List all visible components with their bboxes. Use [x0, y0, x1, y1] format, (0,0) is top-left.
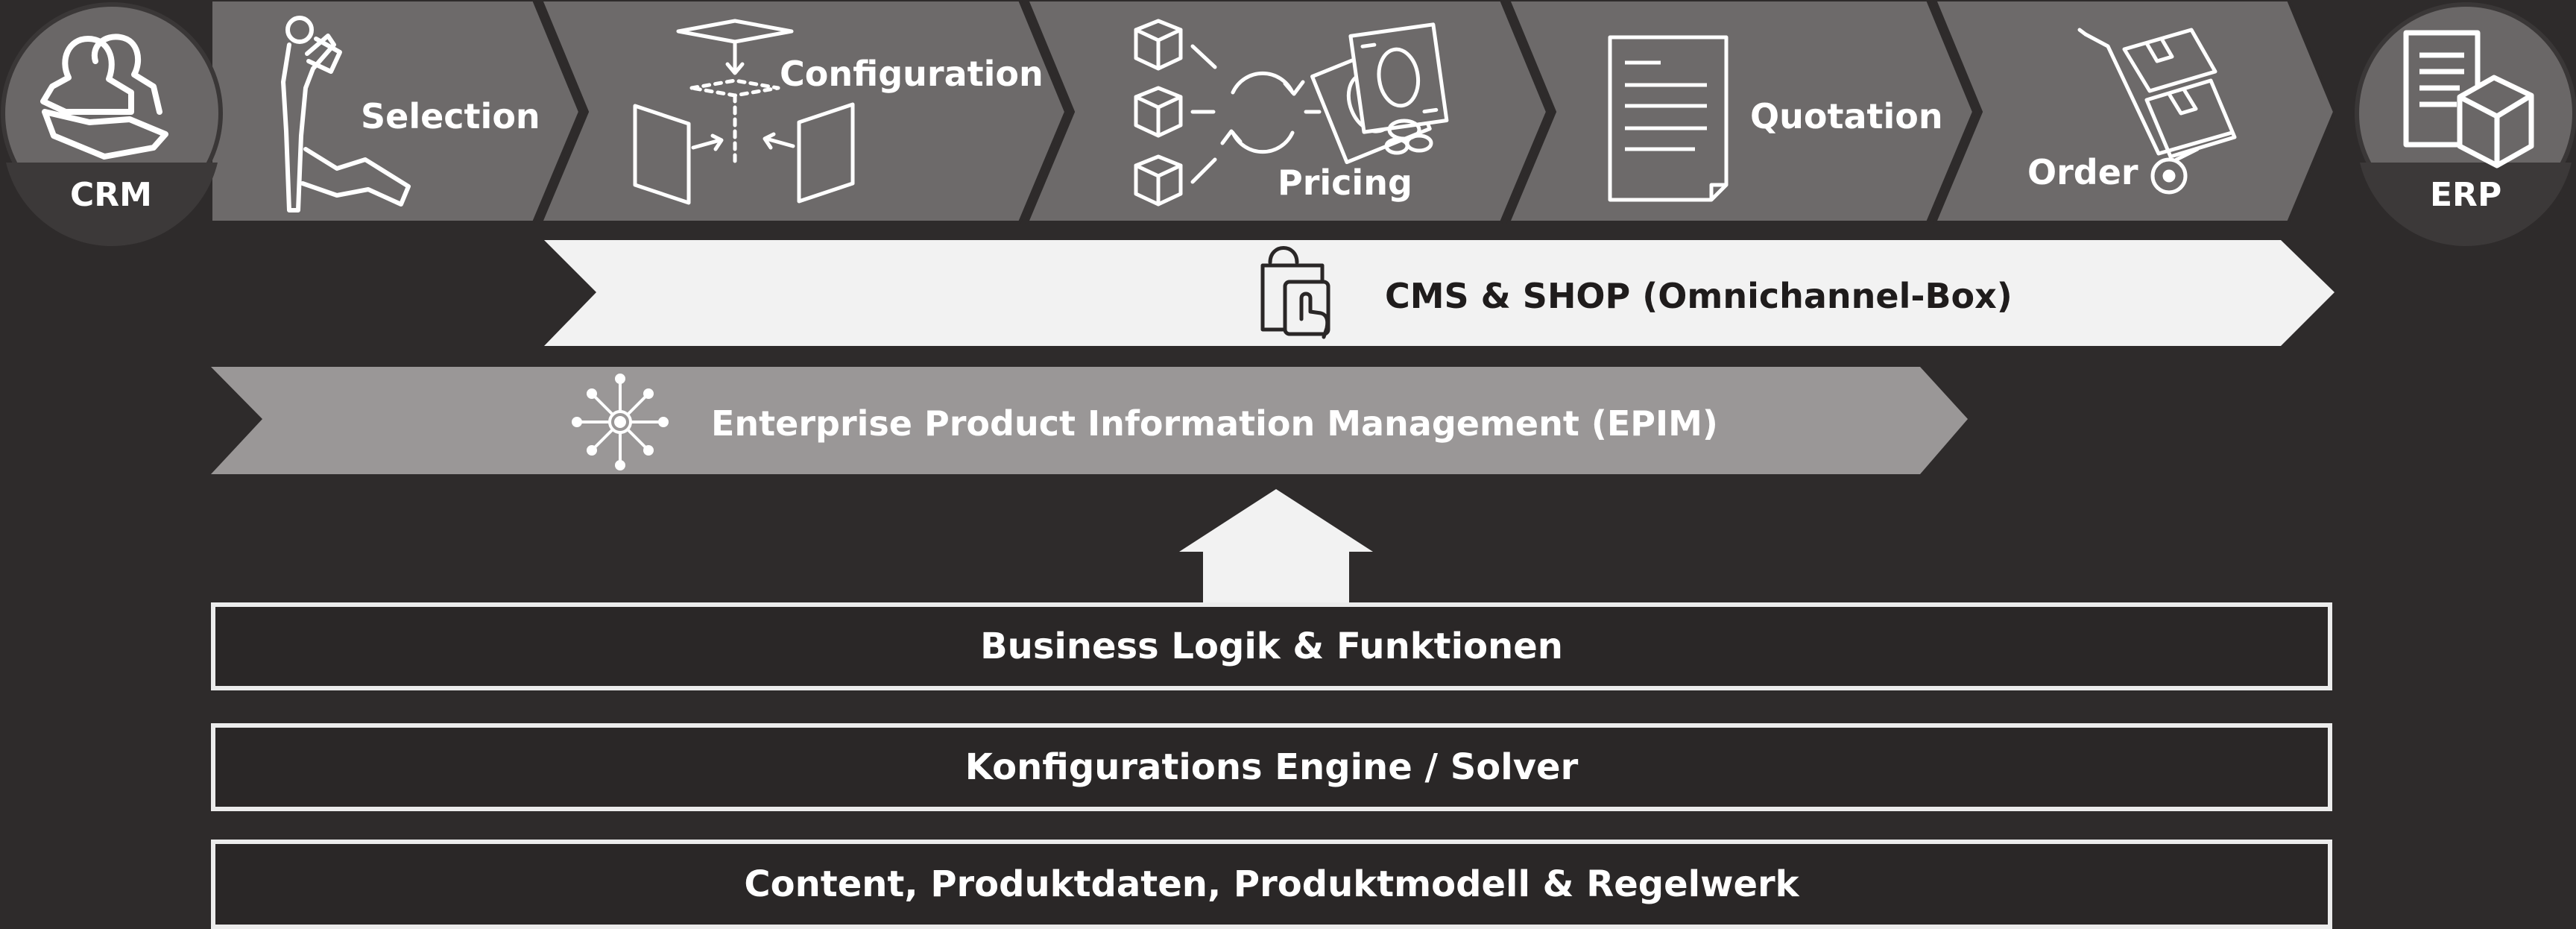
document-box-icon: [2403, 30, 2534, 169]
chevron-selection: [209, 0, 582, 224]
document-icon: [1608, 35, 1729, 202]
cms-shop-label: CMS & SHOP (Omnichannel-Box): [1385, 276, 2012, 316]
chevron-configuration: [538, 0, 1068, 224]
step-selection-label: Selection: [361, 96, 540, 136]
cubes-cycle-money-icon: [1134, 19, 1449, 207]
step-quotation-label: Quotation: [1750, 96, 1943, 136]
step-order-label: Order: [2027, 152, 2138, 192]
shopping-bag-tablet-icon: [1260, 246, 1330, 339]
layer-business-logic: Business Logik & Funktionen: [211, 602, 2332, 690]
layer-configuration-engine: Konfigurations Engine / Solver: [211, 723, 2332, 811]
assembly-icon: [633, 19, 855, 205]
erp-badge: [2355, 2, 2576, 247]
network-node-icon: [572, 374, 669, 470]
cms-shop-band: [544, 240, 2334, 346]
up-arrow-icon: [1179, 489, 1373, 602]
hand-truck-icon: [2077, 28, 2237, 195]
chevron-quotation: [1506, 0, 1976, 224]
person-group-icon: [40, 34, 168, 160]
step-configuration-label: Configuration: [780, 54, 1044, 94]
erp-label: ERP: [2430, 176, 2502, 214]
layer-content-data: Content, Produktdaten, Produktmodell & R…: [211, 840, 2332, 929]
person-pointing-icon: [281, 16, 411, 212]
step-pricing-label: Pricing: [1278, 163, 1412, 203]
crm-badge: [1, 2, 223, 247]
epim-label: Enterprise Product Information Managemen…: [711, 403, 1718, 444]
crm-label: CRM: [70, 176, 152, 214]
chevron-order: [1932, 0, 2337, 224]
